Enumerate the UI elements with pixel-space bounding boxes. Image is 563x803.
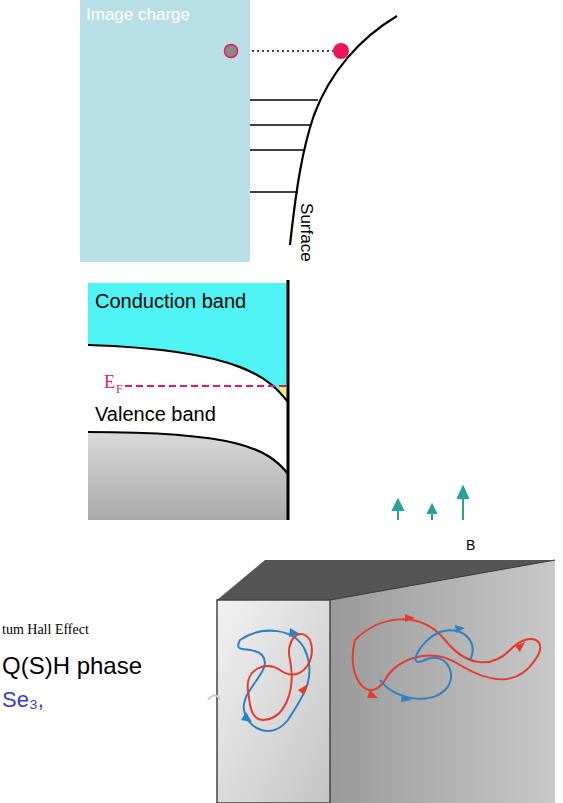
fermi-level [125, 385, 286, 387]
conduction-band-edge [88, 345, 288, 402]
spin-arrows [393, 487, 468, 522]
panel-letter: B [466, 538, 475, 553]
band-label: Valence band [95, 403, 216, 425]
energy-levels [242, 100, 318, 192]
valence-band-fill [88, 432, 288, 520]
fermi-symbol: E [104, 373, 115, 393]
image-charge-dot [221, 41, 241, 61]
valence-band-edge [88, 432, 288, 474]
slab [208, 560, 555, 803]
edge-loops [238, 619, 540, 731]
loop-arrowheads [241, 614, 525, 722]
dotted-line [237, 50, 333, 52]
surface-label: Surface [296, 203, 315, 262]
heading-fragment: tum Hall Effect [2, 622, 89, 637]
heading-fragment: Q(S)H phase [2, 653, 142, 679]
material-fragment: Se₃, [2, 688, 44, 712]
image-charge-box: Image charge [80, 0, 250, 262]
image-charge-dot [225, 45, 238, 58]
box-heading: Image charge [80, 0, 250, 25]
conduction-band-fill [88, 283, 288, 402]
band-label: Conduction band [95, 290, 246, 312]
surface-line [287, 280, 290, 520]
electron-dot [333, 43, 349, 59]
fermi-subscript: F [116, 383, 123, 396]
